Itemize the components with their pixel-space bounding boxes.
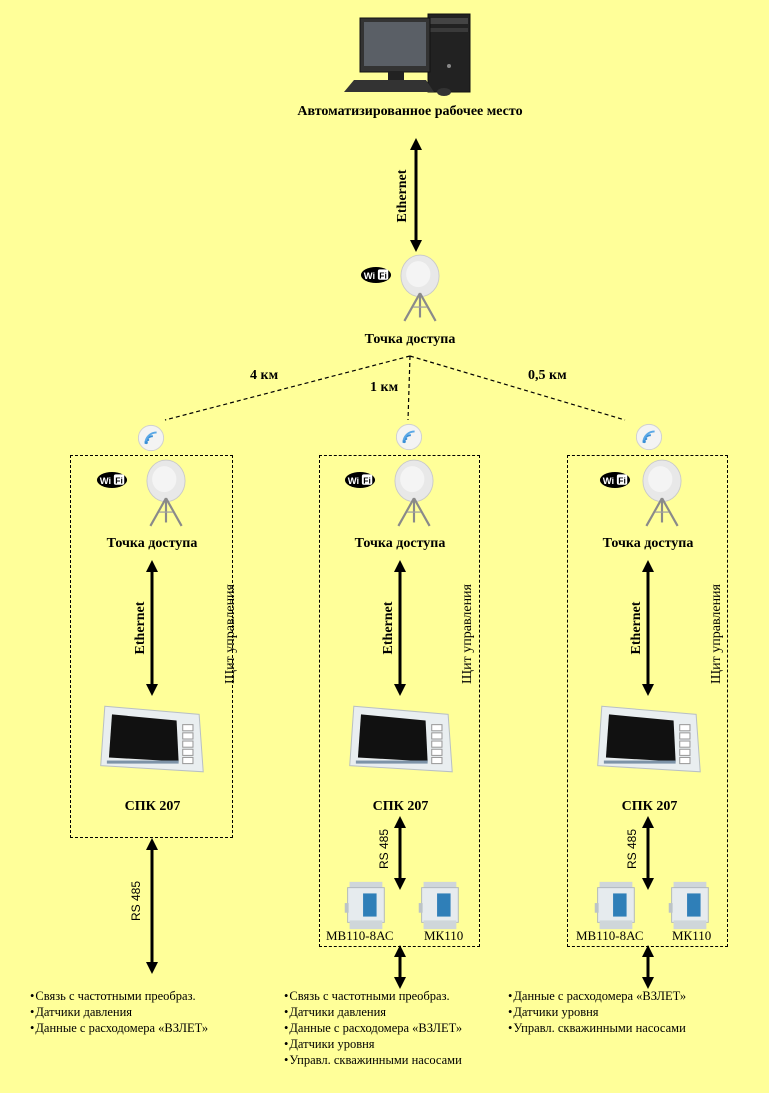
output-link-3: [642, 945, 654, 989]
central-ap-label: Точка доступа: [364, 332, 456, 347]
function-item: Данные с расходомера «ВЗЛЕТ»: [284, 1020, 462, 1036]
wireless-link-3: [409, 355, 626, 421]
site-2-function-list: Связь с частотными преобраз. Датчики дав…: [284, 988, 462, 1068]
site-3-rs485-label: RS 485: [625, 828, 639, 870]
function-item: Управл. скважинными насосами: [284, 1052, 462, 1068]
ethernet-link-1: [146, 560, 158, 696]
site-1-ap-label: Точка доступа: [106, 536, 198, 551]
site-1-ethernet-label: Ethernet: [133, 601, 148, 655]
site-3-ap-label: Точка доступа: [602, 536, 694, 551]
site-1-controller-label: СПК 207: [124, 799, 181, 814]
rs485-link-3: [642, 816, 654, 890]
control-cabinet-1: [70, 455, 233, 838]
function-item: Управл. скважинными насосами: [508, 1020, 686, 1036]
site-3-function-list: Данные с расходомера «ВЗЛЕТ» Датчики уро…: [508, 988, 686, 1036]
antenna-dish-icon: [388, 458, 440, 528]
signal-icon: [395, 423, 423, 451]
site-3-module-2-label: МК110: [672, 928, 712, 943]
top-ethernet-link: [410, 138, 422, 252]
distance-label-1: 4 км: [250, 368, 279, 383]
wifi-badge-icon: [96, 471, 128, 489]
desktop-computer-icon: [344, 13, 471, 96]
site-3-ethernet-label: Ethernet: [629, 601, 644, 655]
site-3-module-1-label: МВ110-8АС: [576, 928, 644, 943]
spk207-panel-icon: [96, 698, 210, 780]
site-3-cabinet-label: Щит управления: [709, 584, 724, 684]
function-item: Датчики давления: [30, 1004, 208, 1020]
rs485-link-2: [394, 816, 406, 890]
wireless-link-1: [164, 355, 411, 421]
site-1-cabinet-label: Щит управления: [223, 584, 238, 684]
site-1-rs485-label: RS 485: [129, 880, 143, 922]
mk110-module-icon: [416, 878, 462, 932]
site-2-module-2-label: МК110: [424, 928, 464, 943]
rs485-link-1: [146, 838, 158, 974]
function-item: Датчики уровня: [508, 1004, 686, 1020]
ethernet-link-3: [642, 560, 654, 696]
site-2-ap-label: Точка доступа: [354, 536, 446, 551]
wifi-badge-icon: [599, 471, 631, 489]
output-link-2: [394, 945, 406, 989]
site-2-cabinet-label: Щит управления: [460, 584, 475, 684]
spk207-panel-icon: [345, 698, 459, 780]
distance-label-2: 1 км: [370, 380, 399, 395]
function-item: Данные с расходомера «ВЗЛЕТ»: [30, 1020, 208, 1036]
distance-label-3: 0,5 км: [528, 368, 567, 383]
mv110-module-icon: [342, 878, 388, 932]
wireless-links: [164, 355, 626, 421]
function-item: Данные с расходомера «ВЗЛЕТ»: [508, 988, 686, 1004]
wireless-link-2: [407, 355, 411, 421]
site-2-controller-label: СПК 207: [372, 799, 429, 814]
antenna-dish-icon: [140, 458, 192, 528]
site-2-rs485-label: RS 485: [377, 828, 391, 870]
site-2-module-1-label: МВ110-8АС: [326, 928, 394, 943]
workstation-label: Автоматизированное рабочее место: [297, 104, 523, 119]
antenna-dish-icon: [636, 458, 688, 528]
ethernet-link-2: [394, 560, 406, 696]
wifi-badge-icon: [344, 471, 376, 489]
function-item: Датчики уровня: [284, 1036, 462, 1052]
function-item: Связь с частотными преобраз.: [284, 988, 462, 1004]
site-2-ethernet-label: Ethernet: [381, 601, 396, 655]
mk110-module-icon: [666, 878, 712, 932]
function-item: Датчики давления: [284, 1004, 462, 1020]
spk207-panel-icon: [593, 698, 707, 780]
signal-icon: [137, 424, 165, 452]
site-1-function-list: Связь с частотными преобраз. Датчики дав…: [30, 988, 208, 1036]
function-item: Связь с частотными преобраз.: [30, 988, 208, 1004]
signal-icon: [635, 423, 663, 451]
site-3-controller-label: СПК 207: [621, 799, 678, 814]
mv110-module-icon: [592, 878, 638, 932]
